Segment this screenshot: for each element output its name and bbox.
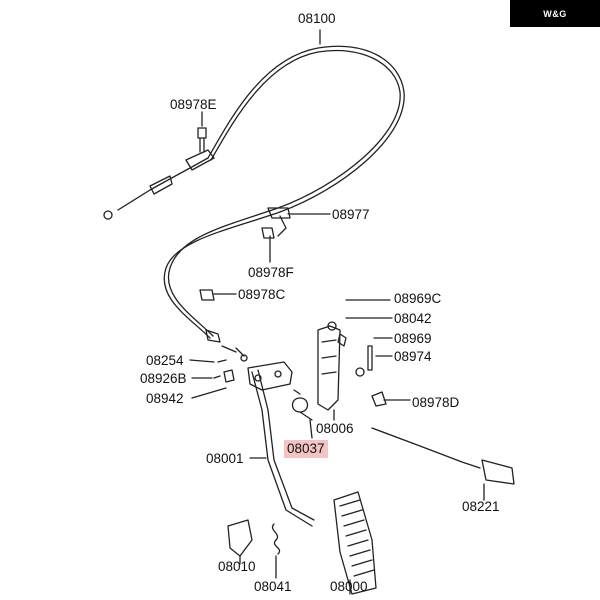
label-08006: 08006 [316,421,354,436]
label-08969: 08969 [394,331,432,346]
label-08001: 08001 [206,451,244,466]
clip-08977 [267,207,291,237]
label-08010: 08010 [218,559,256,574]
bolt-08978E [197,127,207,153]
label-08254: 08254 [146,353,184,368]
label-08000: 08000 [330,579,368,594]
clip-08978F [261,227,275,239]
pedal-bracket [247,361,293,391]
pedal-arm [251,371,313,527]
brand-logo: W&G [510,0,600,27]
label-08037-highlighted: 08037 [284,440,328,458]
label-08041: 08041 [254,579,292,594]
label-08978C: 08978C [238,287,286,302]
label-08974: 08974 [394,349,432,364]
brand-logo-text: W&G [543,8,567,19]
mount-bracket [317,325,341,411]
label-08942: 08942 [146,391,184,406]
spring-08037 [291,397,313,421]
hand-throttle-cable [371,427,481,469]
label-08100: 08100 [298,11,336,26]
accelerator-cable [163,45,405,339]
label-08969C: 08969C [394,291,442,306]
label-08978E: 08978E [170,97,217,112]
label-08042: 08042 [394,311,432,326]
return-spring [271,523,281,555]
pedal-pad [333,491,377,595]
pedal-stopper [227,519,253,557]
label-08978D: 08978D [412,395,460,410]
label-08977: 08977 [332,207,370,222]
label-08221: 08221 [462,499,500,514]
clip-08978C [199,289,215,301]
label-08978F: 08978F [248,265,294,280]
label-08926B: 08926B [140,371,187,386]
